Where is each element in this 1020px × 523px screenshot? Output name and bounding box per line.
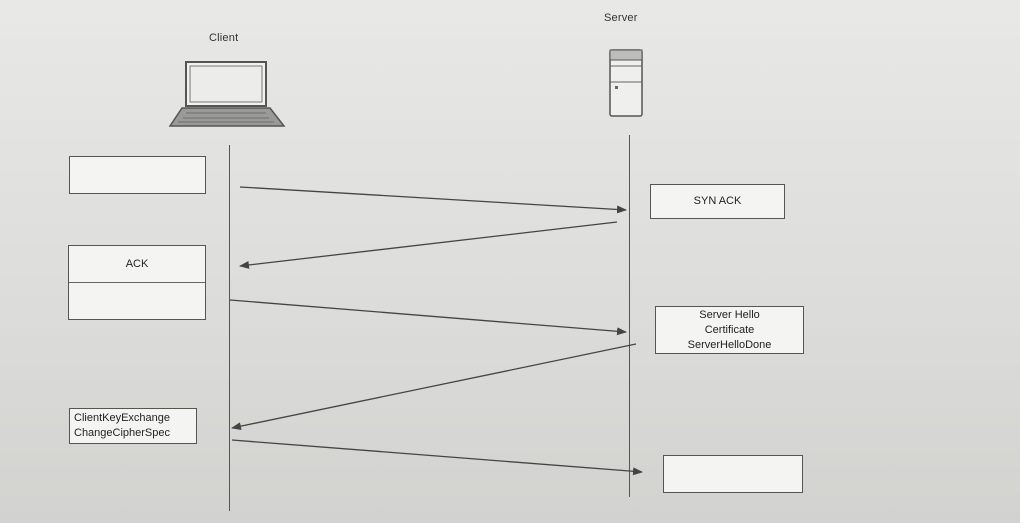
server-box-hello: Server Hello Certificate ServerHelloDone	[655, 306, 804, 354]
laptop-icon	[168, 61, 286, 127]
server-icon	[609, 49, 643, 117]
change-cipher-spec-text: ChangeCipherSpec	[74, 427, 171, 439]
arrow-server-to-client-2	[231, 343, 637, 431]
client-box-ack: ACK	[68, 245, 206, 320]
client-box-key-exchange: ClientKeyExchange ChangeCipherSpec	[69, 408, 197, 444]
client-lifeline	[229, 145, 230, 511]
server-box-syn-ack: SYN ACK	[650, 184, 785, 219]
client-box-blank	[69, 156, 206, 194]
server-lifeline	[629, 135, 630, 497]
certificate-text: Certificate	[704, 324, 755, 336]
server-label: Server	[604, 12, 638, 24]
server-hello-text: Server Hello	[699, 309, 760, 321]
ack-text: ACK	[125, 258, 149, 270]
arrow-client-to-server-3	[231, 439, 643, 476]
server-box-blank	[663, 455, 803, 493]
arrow-server-to-client-1	[239, 221, 618, 269]
arrow-client-to-server-1	[239, 186, 627, 214]
syn-ack-text: SYN ACK	[693, 195, 742, 207]
server-hello-done-text: ServerHelloDone	[687, 339, 772, 351]
arrow-client-to-server-2	[229, 299, 627, 336]
client-key-exchange-text: ClientKeyExchange	[74, 412, 171, 424]
client-label: Client	[209, 32, 239, 44]
